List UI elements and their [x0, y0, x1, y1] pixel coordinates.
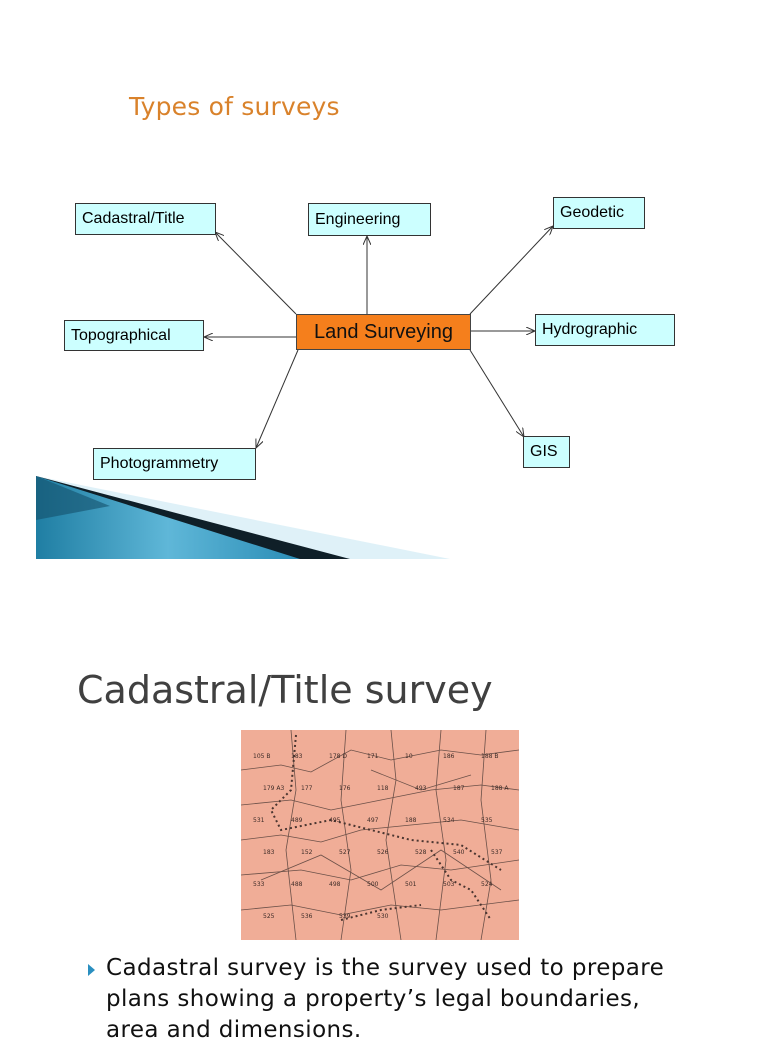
parcel-label: 528	[415, 849, 427, 856]
parcel-label: 493	[415, 785, 427, 792]
bullet-text: Cadastral survey is the survey used to p…	[106, 955, 665, 1043]
parcel-label: 178 D	[329, 753, 347, 760]
parcel-label: 183	[291, 753, 303, 760]
parcel-label: 183	[263, 849, 275, 856]
parcel-label: 533	[253, 881, 265, 888]
parcel-label: 500	[367, 881, 379, 888]
arrow-to-geodetic	[469, 226, 553, 315]
parcel-label: 118	[377, 785, 389, 792]
node-hydrographic: Hydrographic	[535, 314, 675, 346]
parcel-label: 535	[481, 817, 493, 824]
bullet-arrow-icon	[88, 964, 95, 976]
parcel-label: 531	[253, 817, 265, 824]
parcel-label: 526	[377, 849, 389, 856]
parcel-label: 540	[453, 849, 465, 856]
node-land-surveying: Land Surveying	[296, 314, 471, 350]
parcel-label: 188 B	[481, 753, 498, 760]
parcel-label: 498	[329, 881, 341, 888]
arrow-to-gis	[469, 349, 524, 437]
parcel-label: 488	[291, 881, 303, 888]
parcel-label: 152	[301, 849, 313, 856]
parcel-label: 171	[367, 753, 379, 760]
parcel-label: 489	[291, 817, 303, 824]
parcel-label: 537	[491, 849, 503, 856]
parcel-label: 539	[339, 913, 351, 920]
parcel-label: 186	[443, 753, 455, 760]
parcel-label: 524	[481, 881, 493, 888]
cadastral-map-image: 105 B 183 178 D 171 10 186 188 B 179 A3 177 176 11…	[241, 730, 519, 940]
parcel-label: 525	[263, 913, 275, 920]
arrow-to-cadastral	[215, 232, 297, 315]
cadastral-map-drawing: 105 B 183 178 D 171 10 186 188 B 179 A3 177 176 11…	[241, 730, 519, 940]
node-gis: GIS	[523, 436, 570, 468]
parcel-label: 188	[405, 817, 417, 824]
parcel-label: 536	[301, 913, 313, 920]
parcel-label: 503	[443, 881, 455, 888]
node-cadastral-title: Cadastral/Title	[75, 203, 216, 235]
parcel-label: 534	[443, 817, 455, 824]
parcel-label: 179 A3	[263, 785, 284, 792]
parcel-label: 105 B	[253, 753, 270, 760]
parcel-label: 188 A	[491, 785, 509, 792]
parcel-label: 497	[367, 817, 379, 824]
arrow-to-photogrammetry	[256, 349, 299, 448]
parcel-label: 177	[301, 785, 313, 792]
node-geodetic: Geodetic	[553, 197, 645, 229]
section-title: Cadastral/Title survey	[77, 668, 493, 712]
decorative-swoosh	[36, 476, 450, 559]
node-topographical: Topographical	[64, 320, 204, 351]
node-photogrammetry: Photogrammetry	[93, 448, 256, 480]
parcel-label: 530	[377, 913, 389, 920]
parcel-label: 187	[453, 785, 465, 792]
connector-arrows	[0, 0, 768, 560]
parcel-label: 527	[339, 849, 351, 856]
node-engineering: Engineering	[308, 203, 431, 236]
parcel-label: 495	[329, 817, 341, 824]
parcel-label: 501	[405, 881, 417, 888]
parcel-label: 176	[339, 785, 351, 792]
slide-title: Types of surveys	[129, 92, 340, 121]
parcel-label: 10	[405, 753, 413, 760]
